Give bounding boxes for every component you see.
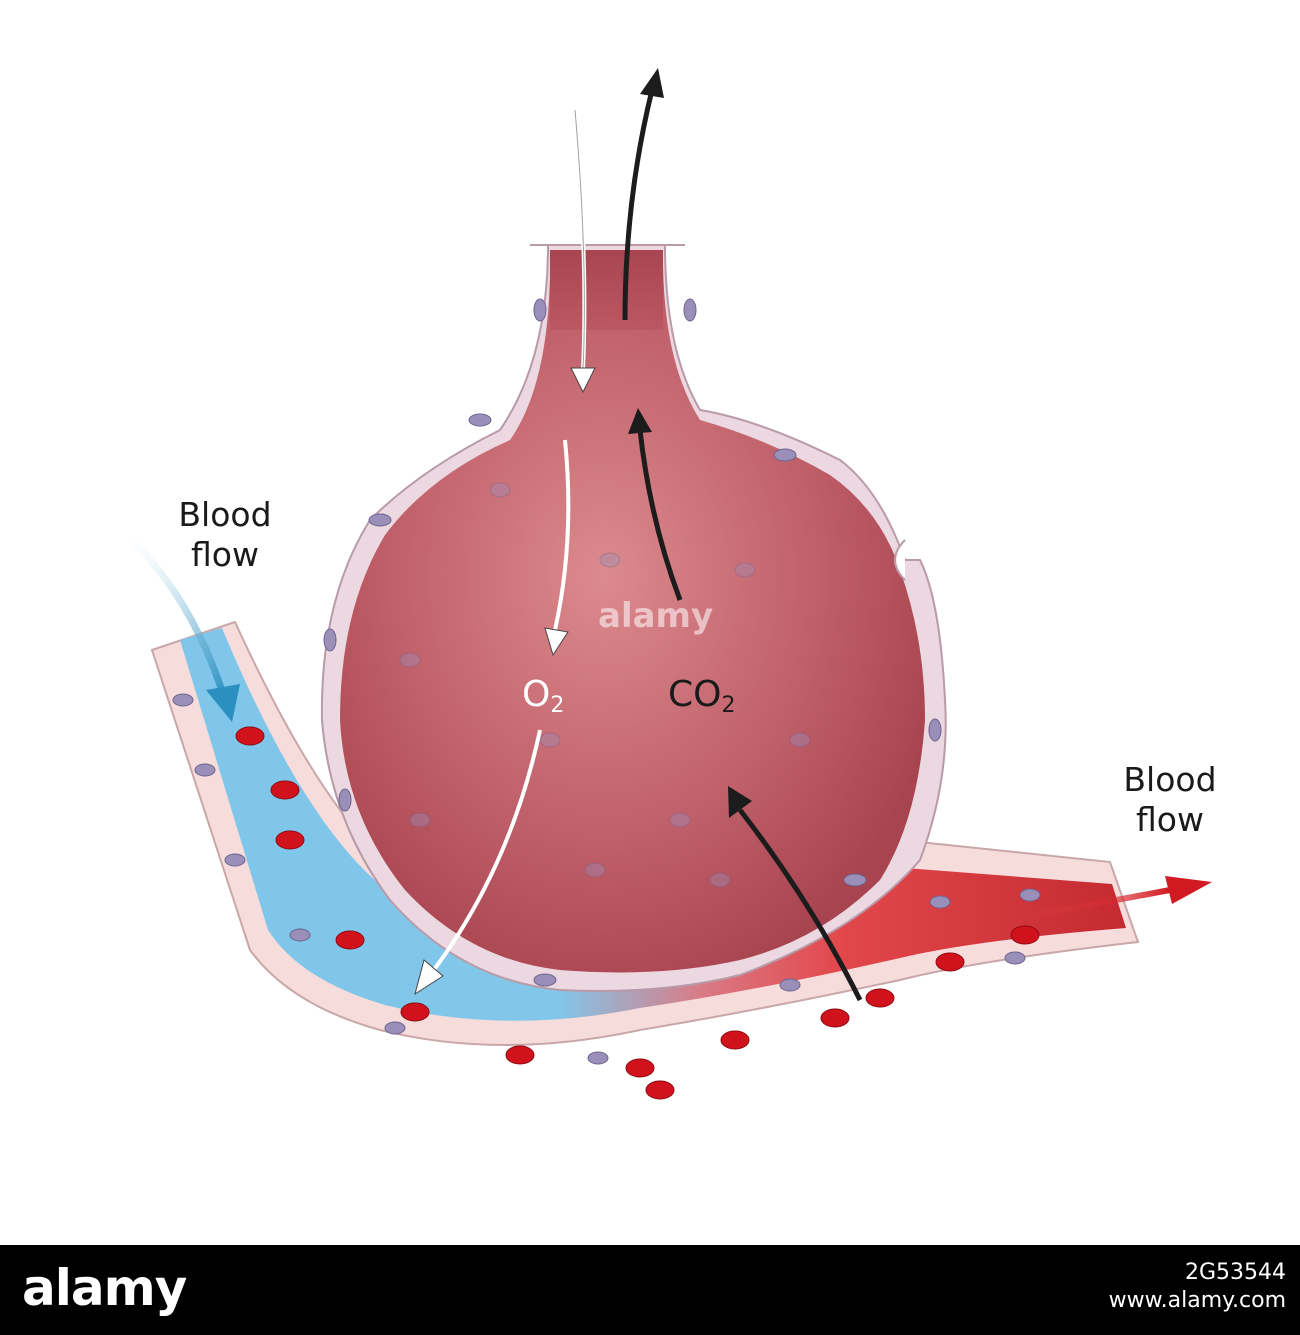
image-id: 2G53544: [1184, 1260, 1286, 1285]
alveolus-neck: [550, 250, 663, 330]
red-blood-cells: [235, 726, 1040, 1100]
alveolar-nuclei: [323, 298, 942, 987]
alveolus-capillary-illustration: [117, 68, 1212, 1100]
diagram: alamy Blood flow Blood flow O2 CO2: [117, 68, 1217, 1100]
co2-alveolus-arrowhead: [628, 408, 652, 434]
o2-diffusion-arrow-2: [428, 729, 542, 977]
oxygen-label: O2: [522, 674, 565, 719]
o2-diffusion-arrowhead-2: [414, 959, 444, 996]
o2-diffusion-arrow-1: [553, 439, 571, 631]
footer-image-info: 2G53544 www.alamy.com: [1109, 1259, 1286, 1315]
center-watermark: alamy: [598, 596, 714, 636]
o2-inhaled-arrow-outline: [574, 109, 585, 371]
o2-diffusion-arrowhead-1: [544, 627, 569, 657]
alveolus-air-space: [340, 250, 925, 973]
footer-logo: alamy: [22, 1259, 187, 1317]
arrows: [117, 68, 1212, 1002]
blood-inflow-arrowhead: [206, 684, 240, 722]
site-url: www.alamy.com: [1108, 1288, 1286, 1313]
stock-footer-bar: alamy 2G53544 www.alamy.com: [0, 1245, 1300, 1335]
blood-inflow-arrow: [117, 527, 229, 702]
carbon-dioxide-label: CO2: [668, 674, 736, 719]
o2-inhaled-arrowhead: [570, 367, 596, 394]
co2-exhaled-arrow: [622, 89, 655, 321]
co2-alveolus-arrow: [637, 429, 683, 601]
blood-outflow-arrowhead: [1165, 876, 1212, 904]
blood-flow-out-label: Blood flow: [1123, 760, 1217, 839]
co2-blood-arrow: [738, 808, 863, 1002]
blood-flow-in-label: Blood flow: [178, 495, 272, 574]
alveolus-wall-notch: [894, 539, 906, 581]
blood-outflow-arrow: [1019, 887, 1171, 921]
alveolus: [320, 244, 947, 992]
co2-blood-arrowhead: [728, 786, 752, 818]
co2-exhaled-arrowhead: [640, 68, 664, 98]
